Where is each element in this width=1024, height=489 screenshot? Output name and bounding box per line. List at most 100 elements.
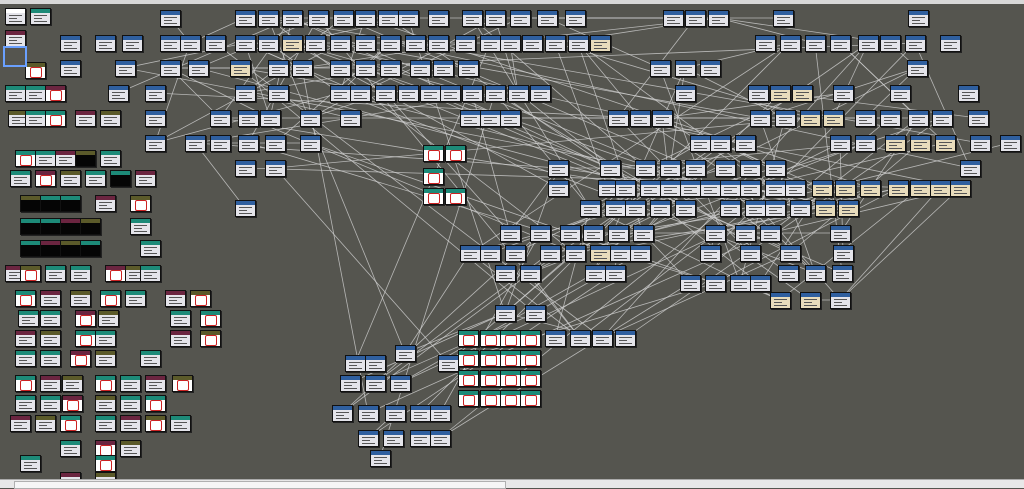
icon-node[interactable] [500, 350, 521, 367]
graph-node[interactable] [830, 292, 851, 309]
graph-node[interactable] [537, 10, 558, 27]
icon-node[interactable] [520, 350, 541, 367]
icon-node[interactable] [520, 370, 541, 387]
asset-node[interactable] [95, 415, 116, 432]
asset-node[interactable] [140, 240, 161, 257]
graph-node[interactable] [735, 135, 756, 152]
asset-node[interactable] [170, 415, 191, 432]
asset-node[interactable] [40, 350, 61, 367]
icon-node[interactable] [500, 390, 521, 407]
asset-node[interactable] [55, 150, 76, 167]
graph-node[interactable] [740, 245, 761, 262]
graph-node[interactable] [265, 135, 286, 152]
graph-node[interactable] [615, 180, 636, 197]
graph-node[interactable] [880, 110, 901, 127]
asset-node[interactable] [200, 330, 221, 347]
graph-node[interactable] [750, 110, 771, 127]
asset-node[interactable] [15, 330, 36, 347]
graph-node[interactable] [690, 135, 711, 152]
graph-node[interactable] [720, 200, 741, 217]
asset-node[interactable] [80, 218, 101, 235]
asset-node[interactable] [18, 310, 39, 327]
asset-node[interactable] [98, 310, 119, 327]
graph-node[interactable] [292, 60, 313, 77]
graph-node[interactable] [792, 85, 813, 102]
graph-node[interactable] [630, 110, 651, 127]
graph-node[interactable] [705, 275, 726, 292]
asset-node[interactable] [200, 310, 221, 327]
graph-node[interactable] [635, 160, 656, 177]
graph-node[interactable] [830, 135, 851, 152]
graph-node[interactable] [710, 135, 731, 152]
asset-node[interactable] [95, 375, 116, 392]
asset-node[interactable] [120, 395, 141, 412]
graph-node[interactable] [910, 180, 931, 197]
asset-node[interactable] [75, 150, 96, 167]
graph-node[interactable] [235, 160, 256, 177]
asset-node[interactable] [20, 265, 41, 282]
asset-node[interactable] [35, 150, 56, 167]
graph-node[interactable] [885, 135, 906, 152]
graph-node[interactable] [950, 180, 971, 197]
asset-node[interactable] [60, 440, 81, 457]
asset-node[interactable] [25, 110, 46, 127]
graph-node[interactable] [832, 265, 853, 282]
graph-node[interactable] [500, 35, 521, 52]
asset-node[interactable] [100, 150, 121, 167]
graph-node[interactable] [210, 110, 231, 127]
graph-node[interactable] [930, 180, 951, 197]
graph-node[interactable] [350, 85, 371, 102]
asset-node[interactable] [40, 310, 61, 327]
asset-node[interactable] [120, 415, 141, 432]
asset-node[interactable] [40, 290, 61, 307]
graph-node[interactable] [345, 355, 366, 372]
icon-node[interactable] [423, 168, 444, 185]
graph-node[interactable] [598, 180, 619, 197]
asset-node[interactable] [35, 415, 56, 432]
asset-node[interactable] [95, 195, 116, 212]
graph-node[interactable] [650, 60, 671, 77]
graph-node[interactable] [180, 35, 201, 52]
graph-node[interactable] [812, 180, 833, 197]
graph-node[interactable] [880, 35, 901, 52]
asset-node[interactable] [45, 85, 66, 102]
asset-node[interactable] [170, 310, 191, 327]
asset-node[interactable] [135, 170, 156, 187]
graph-node[interactable] [238, 135, 259, 152]
graph-node[interactable] [440, 85, 461, 102]
graph-node[interactable] [380, 60, 401, 77]
graph-node[interactable] [770, 292, 791, 309]
graph-node[interactable] [530, 225, 551, 242]
graph-node[interactable] [160, 35, 181, 52]
graph-node[interactable] [610, 245, 631, 262]
graph-node[interactable] [700, 60, 721, 77]
asset-node[interactable] [110, 170, 131, 187]
graph-node[interactable] [545, 330, 566, 347]
graph-node[interactable] [495, 305, 516, 322]
asset-node[interactable] [172, 375, 193, 392]
graph-node[interactable] [775, 110, 796, 127]
graph-node[interactable] [908, 110, 929, 127]
icon-node[interactable] [458, 370, 479, 387]
graph-node[interactable] [355, 35, 376, 52]
graph-node[interactable] [608, 225, 629, 242]
graph-node[interactable] [770, 85, 791, 102]
graph-node[interactable] [615, 330, 636, 347]
graph-node[interactable] [685, 10, 706, 27]
graph-node[interactable] [480, 35, 501, 52]
graph-node[interactable] [258, 35, 279, 52]
asset-node[interactable] [40, 195, 61, 212]
graph-node[interactable] [960, 160, 981, 177]
asset-node[interactable] [75, 110, 96, 127]
graph-node[interactable] [60, 60, 81, 77]
asset-node[interactable] [8, 110, 29, 127]
asset-node[interactable] [45, 265, 66, 282]
graph-node[interactable] [958, 85, 979, 102]
icon-node[interactable] [480, 370, 501, 387]
graph-node[interactable] [745, 200, 766, 217]
asset-node[interactable] [5, 85, 26, 102]
graph-node[interactable] [210, 135, 231, 152]
graph-node[interactable] [145, 135, 166, 152]
graph-node[interactable] [265, 160, 286, 177]
asset-node[interactable] [40, 330, 61, 347]
